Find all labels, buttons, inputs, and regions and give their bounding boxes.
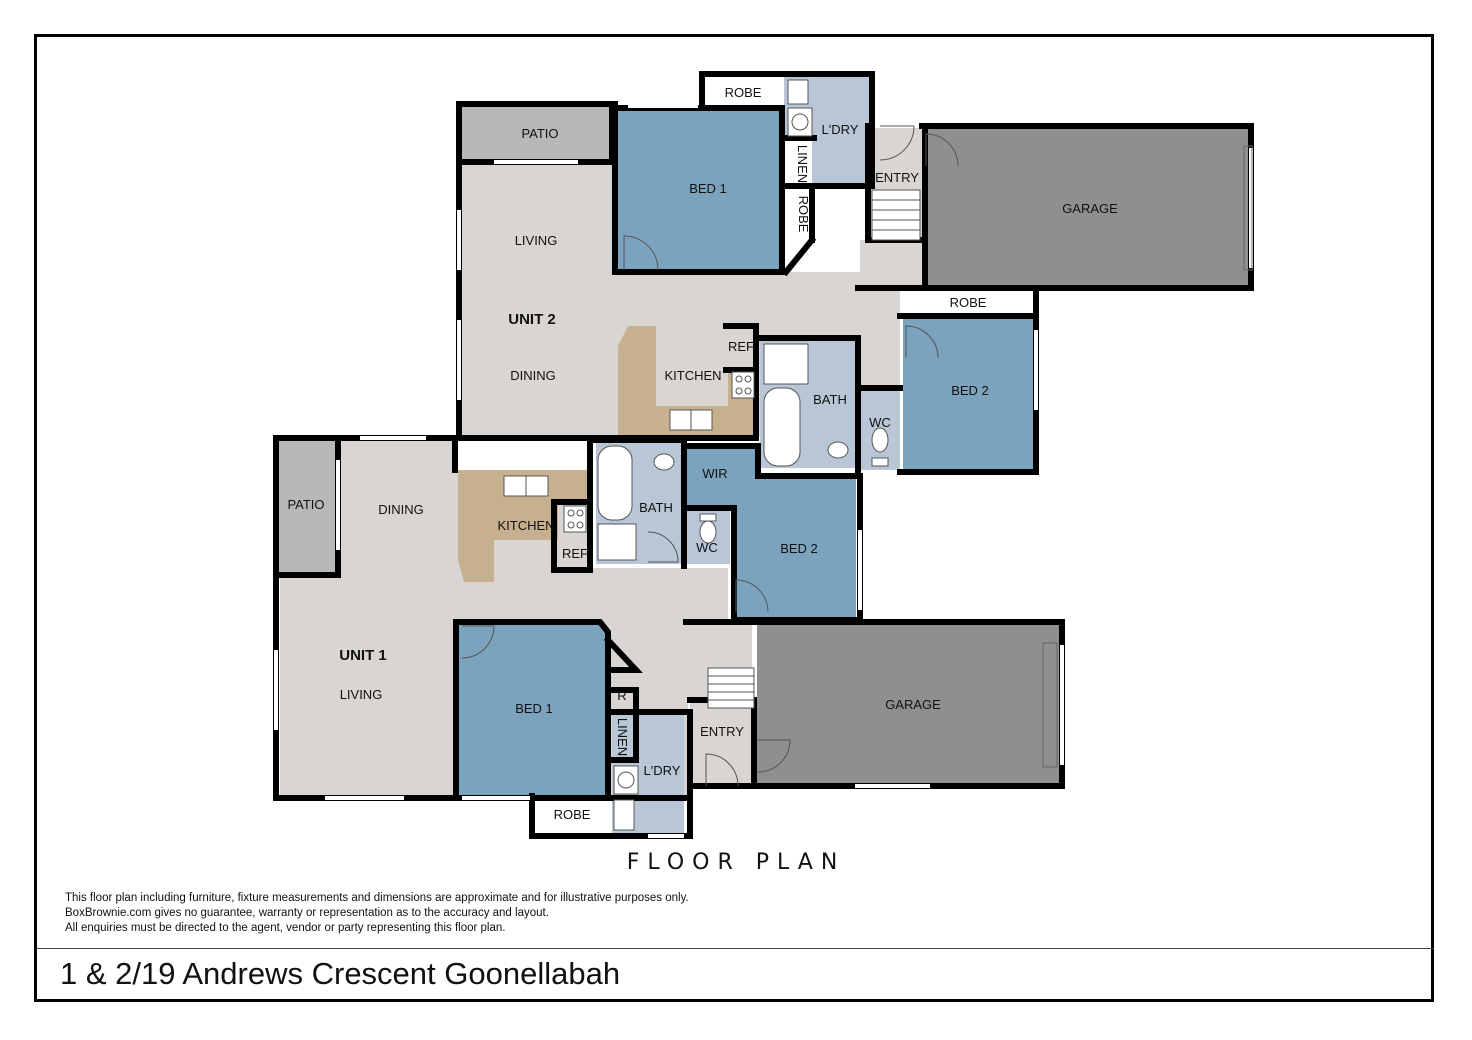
u1-tub — [613, 799, 635, 831]
label-u2-robe-top: ROBE — [725, 85, 762, 100]
u2-garage-area — [925, 128, 1250, 288]
label-u1-dining: DINING — [378, 502, 424, 517]
label-u2-unit: UNIT 2 — [508, 311, 556, 328]
u1-bathtub — [597, 445, 633, 521]
u2-tub — [787, 79, 809, 105]
label-u1-bath: BATH — [639, 500, 673, 515]
property-address: 1 & 2/19 Andrews Crescent Goonellabah — [60, 956, 621, 991]
label-u1-ldry: L'DRY — [644, 763, 681, 778]
label-u1-patio: PATIO — [287, 497, 324, 512]
u1-bed1-area — [458, 625, 606, 795]
label-u2-bed2: BED 2 — [951, 383, 989, 398]
label-u1-wir: WIR — [702, 466, 727, 481]
label-u2-living: LIVING — [515, 233, 558, 248]
label-u2-wc: WC — [869, 415, 891, 430]
disclaimer: This floor plan including furniture, fix… — [65, 891, 689, 936]
label-u1-living: LIVING — [340, 687, 383, 702]
u1-entry-area — [690, 700, 754, 788]
u2-bed1-area — [618, 108, 780, 272]
label-u1-unit: UNIT 1 — [339, 647, 387, 664]
label-u2-bath: BATH — [813, 392, 847, 407]
label-u2-robe-bed2: ROBE — [950, 295, 987, 310]
u2-basin — [827, 441, 849, 459]
label-u1-wc: WC — [696, 540, 718, 555]
label-u1-r: R — [617, 688, 626, 703]
u1-patio-area — [277, 440, 337, 574]
label-u1-bed1: BED 1 — [515, 701, 553, 716]
u1-basin — [653, 453, 675, 471]
u2-patio-area — [460, 104, 612, 160]
u1-shower — [597, 523, 637, 561]
floor-plan-title: FLOOR PLAN — [626, 850, 846, 875]
u2-bathtub — [763, 387, 801, 467]
label-u1-ref: REF — [562, 546, 588, 561]
door-swings — [461, 125, 959, 787]
label-u2-bed1: BED 1 — [689, 181, 727, 196]
disclaimer-line: All enquiries must be directed to the ag… — [65, 922, 506, 934]
label-u2-linen: LINEN — [795, 145, 810, 183]
fixtures — [503, 79, 889, 831]
u1-kitchen-bench — [458, 470, 590, 582]
u1-garage-area — [757, 625, 1059, 783]
label-u2-dining: DINING — [510, 368, 556, 383]
u1-robe-area — [534, 798, 610, 830]
u1-cooktop — [563, 505, 587, 533]
u2-toilet — [871, 427, 889, 453]
label-u2-garage: GARAGE — [1062, 201, 1118, 216]
u2-robe-bed2-area — [903, 290, 1033, 316]
u1-bed2-area — [686, 448, 856, 620]
label-u2-robe-side: ROBE — [796, 196, 811, 233]
label-u1-linen: LINEN — [615, 718, 630, 756]
disclaimer-line: BoxBrownie.com gives no guarantee, warra… — [65, 907, 549, 919]
label-u2-kitchen: KITCHEN — [664, 368, 721, 383]
u2-robe-top-area — [703, 76, 783, 108]
label-u2-entry: ENTRY — [875, 170, 919, 185]
u2-entry-stairs — [871, 189, 921, 241]
walls — [273, 71, 1254, 839]
label-u1-garage: GARAGE — [885, 697, 941, 712]
disclaimer-line: This floor plan including furniture, fix… — [65, 892, 689, 904]
label-u2-patio: PATIO — [521, 126, 558, 141]
label-u1-bed2: BED 2 — [780, 541, 818, 556]
label-u1-entry: ENTRY — [700, 724, 744, 739]
u2-shower — [763, 343, 809, 385]
u2-bed2-area — [903, 316, 1033, 470]
label-u1-robe: ROBE — [554, 807, 591, 822]
u2-cooktop — [731, 371, 755, 399]
u1-entry-stairs — [707, 667, 755, 709]
label-u2-ldry: L'DRY — [822, 122, 859, 137]
u2-ldry-area — [812, 76, 870, 186]
footer-divider — [37, 948, 1434, 949]
windows — [274, 104, 1253, 838]
label-u2-ref: REF — [728, 339, 754, 354]
window-frames — [1042, 145, 1253, 768]
u2-kitchen-bench — [618, 326, 756, 436]
label-u1-kitchen: KITCHEN — [497, 518, 554, 533]
